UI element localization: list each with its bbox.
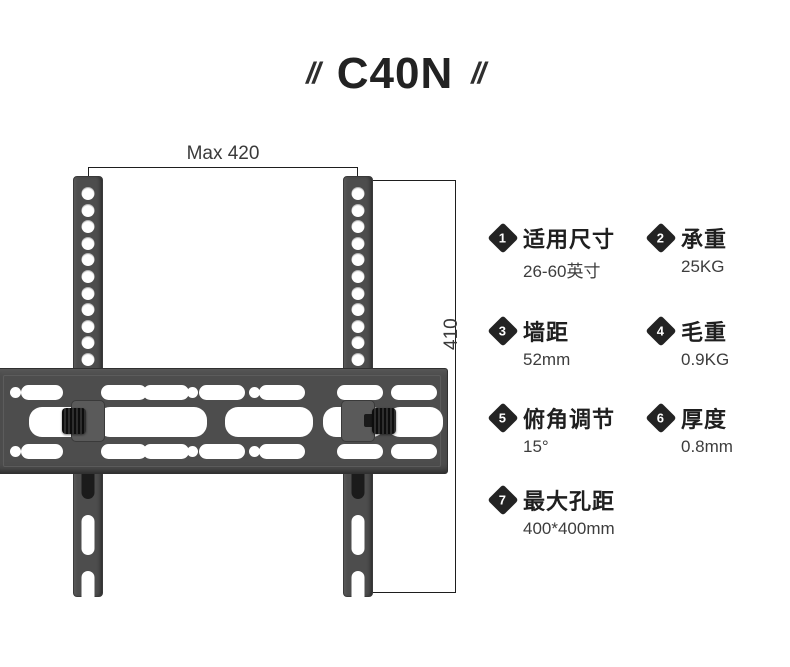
spec-item-7: 7 最大孔距 400*400mm: [487, 484, 616, 539]
wall-plate-large-slot: [125, 407, 207, 437]
wall-plate-hole: [249, 387, 260, 398]
rail-hole: [81, 187, 95, 200]
height-dimension-line: [358, 180, 456, 593]
rail-hole: [351, 253, 365, 267]
rail-hole: [351, 286, 365, 300]
tv-mount-diagram: Max 420 410: [0, 143, 462, 611]
wall-plate-slot: [143, 444, 189, 459]
spec-label-4: 毛重: [681, 320, 728, 345]
rail-hole: [81, 203, 95, 217]
wall-plate-slot: [259, 444, 305, 459]
rail-hole: [351, 303, 365, 317]
rail-slot: [81, 514, 95, 555]
spec-label-2: 承重: [681, 227, 728, 252]
spec-badge-6: 6: [645, 402, 677, 434]
spec-value-7: 400*400mm: [523, 519, 615, 538]
spec-badge-2: 2: [645, 222, 677, 254]
wall-plate-slot: [101, 444, 147, 459]
tilt-knob-right: [372, 408, 396, 434]
spec-number-7: 7: [499, 492, 507, 508]
spec-badge-5: 5: [487, 402, 519, 434]
wall-plate-large-slot: [225, 407, 313, 437]
spec-value-6: 0.8mm: [681, 437, 733, 456]
spec-label-1: 适用尺寸: [523, 227, 616, 252]
rail-hole: [81, 303, 95, 317]
rail-hole: [81, 220, 95, 234]
wall-plate-hole: [10, 446, 21, 457]
wall-plate-hole: [10, 387, 21, 398]
wall-plate-slot: [391, 385, 437, 400]
wall-plate-large-slot: [387, 407, 443, 437]
spec-value-1: 26-60英寸: [523, 262, 601, 281]
wall-plate-slot: [21, 385, 63, 400]
spec-item-3: 3 墙距 52mm: [487, 315, 571, 370]
rail-slot: [81, 626, 95, 667]
tilt-knob-stem-right: [364, 414, 374, 427]
wall-plate-slot: [199, 385, 245, 400]
spec-badge-4: 4: [645, 315, 677, 347]
spec-number-5: 5: [499, 410, 507, 426]
spec-label-3: 墙距: [523, 320, 570, 345]
rail-hole: [81, 286, 95, 300]
spec-number-4: 4: [657, 323, 665, 339]
page-title: // C40N //: [0, 52, 790, 96]
rail-hole: [351, 187, 365, 200]
wall-plate-slot: [337, 444, 383, 459]
spec-label-5: 俯角调节: [523, 407, 616, 432]
spec-badge-1: 1: [487, 222, 519, 254]
rail-hole: [351, 220, 365, 234]
rail-hole: [81, 353, 95, 366]
spec-badge-3: 3: [487, 315, 519, 347]
wall-plate-slot: [101, 385, 147, 400]
wall-plate-slot: [21, 444, 63, 459]
spec-item-5: 5 俯角调节 15°: [487, 402, 616, 457]
width-dimension-line: [88, 167, 358, 181]
rail-slot: [351, 570, 365, 611]
model-name: C40N: [336, 49, 454, 98]
rail-hole: [351, 270, 365, 283]
rail-hole: [81, 270, 95, 283]
wall-plate-hole: [187, 387, 198, 398]
spec-label-6: 厚度: [681, 407, 728, 432]
spec-number-3: 3: [499, 323, 507, 339]
spec-number-6: 6: [657, 410, 665, 426]
spec-item-1: 1 适用尺寸 26-60英寸: [487, 222, 616, 282]
wall-plate-slot: [391, 444, 437, 459]
spec-item-6: 6 厚度 0.8mm: [645, 402, 733, 457]
rail-hole: [81, 236, 95, 250]
spec-value-4: 0.9KG: [681, 350, 730, 369]
rail-slot: [351, 514, 365, 555]
rail-hole: [351, 236, 365, 250]
title-slash-left: //: [306, 57, 321, 90]
rail-hole: [81, 336, 95, 350]
spec-value-2: 25KG: [681, 257, 725, 276]
spec-value-3: 52mm: [523, 350, 571, 369]
rail-hole: [351, 353, 365, 366]
wall-plate-slot: [259, 385, 305, 400]
wall-plate-hole: [249, 446, 260, 457]
width-dimension-label: Max 420: [186, 143, 260, 164]
rail-hole: [81, 319, 95, 333]
rail-hole: [81, 253, 95, 267]
spec-badge-7: 7: [487, 484, 519, 516]
tilt-knob-left: [62, 408, 86, 434]
wall-plate-slot: [337, 385, 383, 400]
rail-hole: [351, 203, 365, 217]
rail-slot: [81, 570, 95, 611]
wall-plate-slot: [199, 444, 245, 459]
spec-value-5: 15°: [523, 437, 549, 456]
spec-label-7: 最大孔距: [523, 489, 616, 514]
spec-number-1: 1: [499, 230, 507, 246]
height-dimension-label: 410: [441, 318, 462, 350]
spec-number-2: 2: [657, 230, 665, 246]
spec-item-2: 2 承重 25KG: [645, 222, 728, 277]
wall-plate-hole: [187, 446, 198, 457]
rail-hole: [351, 336, 365, 350]
wall-plate-slot: [143, 385, 189, 400]
title-slash-right: //: [471, 57, 486, 90]
spec-item-4: 4 毛重 0.9KG: [645, 315, 730, 370]
rail-hole: [351, 319, 365, 333]
product-spec-page: // C40N // Max 420 410 1 适用尺寸: [0, 51, 790, 611]
rail-slot: [351, 626, 365, 667]
